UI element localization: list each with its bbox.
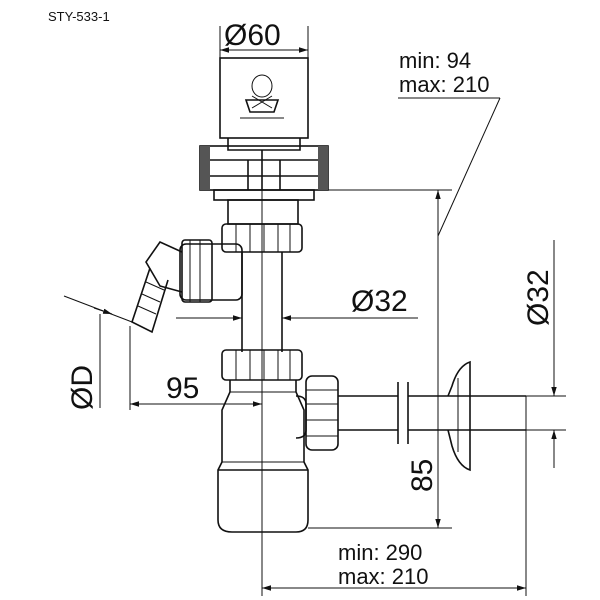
- vertical-tube: [241, 150, 283, 530]
- dim-side-inlet-diameter: ØD: [66, 365, 99, 410]
- bottle-trap: [217, 380, 309, 533]
- dim-side-offset: 95: [166, 372, 199, 405]
- side-inlet-fitting: [131, 239, 243, 334]
- dim-length-max: max: 210: [338, 564, 429, 589]
- wall-rosette: [447, 360, 471, 472]
- dim-outlet-height: 85: [406, 459, 439, 492]
- strainer-grate: [219, 57, 309, 151]
- dim-height-max: max: 210: [399, 72, 490, 97]
- product-code: STY-533-1: [48, 9, 110, 24]
- dim-top-diameter: Ø60: [224, 19, 281, 52]
- outlet-arm: [295, 375, 527, 451]
- dim-length-min: min: 290: [338, 540, 422, 565]
- dim-pipe-diameter-center: Ø32: [351, 285, 408, 318]
- sink-flange: [199, 145, 329, 201]
- dim-height-min: min: 94: [399, 48, 471, 73]
- dim-pipe-diameter-right: Ø32: [522, 269, 555, 326]
- lower-nut: [221, 349, 303, 381]
- drain-plug-icon: [244, 99, 280, 113]
